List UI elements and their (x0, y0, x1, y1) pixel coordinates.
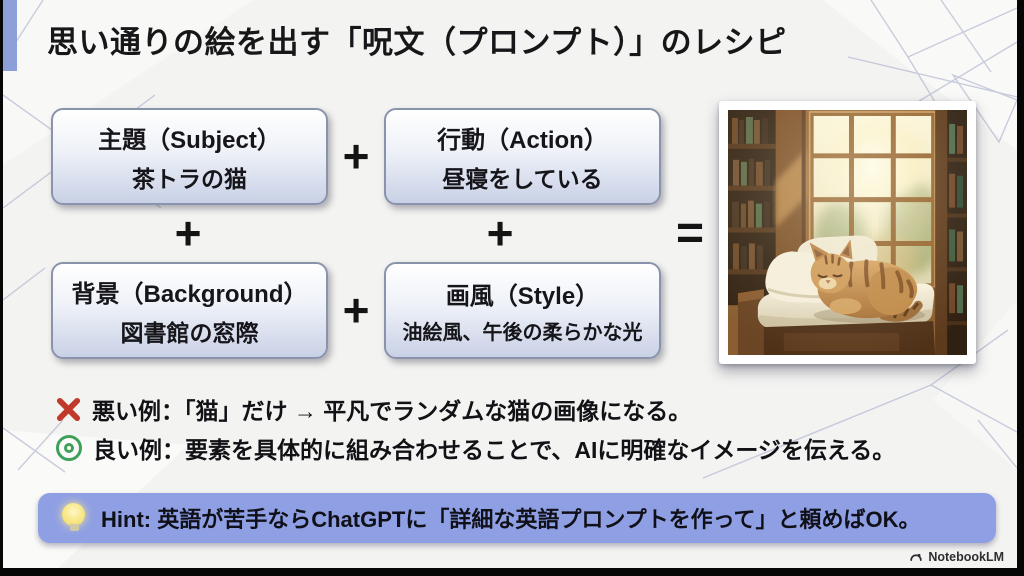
cat-painting (728, 110, 967, 355)
action-value: 昼寝をしている (442, 165, 603, 192)
style-label: 画風（Style） (445, 283, 600, 310)
bottom-letterbox (0, 568, 1024, 576)
plus-operator: + (174, 207, 202, 259)
light-bulb-icon (62, 503, 86, 531)
result-photo-frame (719, 101, 976, 364)
watermark-label: NotebookLM (928, 550, 1004, 564)
subject-box: 主題（Subject） 茶トラの猫 (51, 108, 328, 205)
page-title: 思い通りの絵を出す「呪文（プロンプト）」のレシピ (47, 25, 787, 60)
style-value: 油絵風、午後の柔らかな光 (402, 322, 643, 344)
title-accent-bar (3, 0, 17, 71)
hint-banner: Hint: 英語が苦手ならChatGPTに「詳細な英語プロンプトを作って」と頼め… (38, 493, 996, 543)
subject-label: 主題（Subject） (98, 126, 281, 154)
example-good-text: 良い例：要素を具体的に組み合わせることで、AIに明確なイメージを伝える。 (93, 437, 896, 463)
double-circle-icon (56, 435, 82, 461)
notebooklm-watermark: NotebookLM (909, 550, 1004, 564)
example-bad-row: 悪い例：「猫」だけ → 平凡でランダムな猫の画像になる。 (56, 392, 691, 426)
plus-operator: + (342, 284, 370, 336)
cross-mark-icon (56, 397, 81, 421)
example-good-row: 良い例：要素を具体的に組み合わせることで、AIに明確なイメージを伝える。 (56, 431, 895, 465)
action-box: 行動（Action） 昼寝をしている (384, 108, 661, 205)
equals-operator: = (675, 207, 705, 260)
example-bad-text: 悪い例：「猫」だけ → 平凡でランダムな猫の画像になる。 (92, 398, 692, 424)
action-label: 行動（Action） (437, 126, 608, 154)
plus-operator: + (486, 207, 514, 259)
background-box: 背景（Background） 図書館の窓際 (51, 262, 328, 359)
hint-text: Hint: 英語が苦手ならChatGPTに「詳細な英語プロンプトを作って」と頼め… (101, 507, 921, 532)
plus-operator: + (342, 130, 370, 182)
background-label: 背景（Background） (71, 280, 308, 308)
slide: 思い通りの絵を出す「呪文（プロンプト）」のレシピ 主題（Subject） 茶トラ… (3, 0, 1017, 568)
notebooklm-logo-icon (910, 553, 922, 561)
style-box: 画風（Style） 油絵風、午後の柔らかな光 (384, 262, 661, 359)
background-value: 図書館の窓際 (120, 319, 259, 346)
subject-value: 茶トラの猫 (132, 165, 247, 192)
